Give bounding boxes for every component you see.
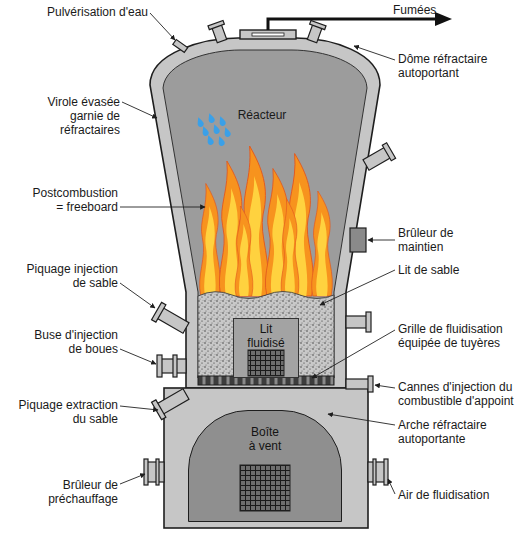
leader-line [120,283,155,308]
nozzle-flange [152,400,166,420]
leader-line [150,13,175,40]
leader-line [120,349,156,364]
nozzle-flange [366,312,371,332]
dome-nozzle [208,20,230,43]
part-label: Brûleur de préchauffage [18,478,118,506]
leader-line [120,474,145,484]
air-flange [384,459,388,485]
part-label: Brûleur de maintien [398,226,473,254]
node-text: Lit fluidisé [241,322,291,350]
dome-nozzle [304,20,326,43]
flue-slot [252,33,284,36]
bed-mesh [248,350,284,376]
part-label: Piquage extraction du sable [10,398,118,426]
leader-line [354,46,395,60]
air-flange [373,459,376,485]
burner-pipe [146,462,164,482]
burner-flange [144,459,148,485]
leader-line [122,102,157,118]
flame [312,191,333,296]
leader-line [368,240,395,241]
water-drop [200,125,209,136]
part-label: Grille de fluidisation équipée de tuyère… [398,322,523,350]
water-drop [211,123,220,134]
part-label: Virole évasée garnie de réfractaires [35,95,120,137]
windbox-chamber: Boîte à vent [188,410,342,522]
node-text: Boîte à vent [247,425,283,453]
flue-gas-arrow [268,19,437,30]
chamber-label: Réacteur [222,108,302,122]
nozzle-flange [157,355,162,377]
fluidised-bed-box: Lit fluidisé [233,318,299,378]
windbox-shell [164,388,368,528]
holding-burner [350,228,366,252]
nozzle-flange [310,20,326,29]
nozzle-pipe [173,40,188,53]
leader-line [120,406,158,410]
nozzle-flange [368,376,373,392]
leader-line [320,270,395,305]
air-inlet [368,459,388,485]
part-label: Air de fluidisation [398,488,523,502]
reactor-chamber [163,50,367,378]
sludge-injection-nozzle [157,355,186,377]
water-drop [205,134,214,145]
windbox-mesh [240,465,290,511]
flue-outlet [240,30,296,39]
leader-line [388,479,395,494]
nozzle-pipe [346,316,368,328]
part-label: Arche réfractaire autoportante [398,418,523,446]
vessel-shell [150,38,380,388]
water-drop [195,116,204,127]
part-label: Cannes d'injection du combustible d'appo… [398,380,523,408]
flue-gas-arrowhead [435,12,452,26]
fuel-lance [346,376,373,392]
part-label: Postcombustion = freeboard [23,186,118,214]
sand-injection-port [152,302,191,336]
part-label: Fumées [393,3,473,17]
nozzle-flange [152,302,166,322]
leader-line [328,414,395,425]
burner-flange [156,459,159,485]
part-label: Dôme réfractaire autoportant [398,52,508,80]
water-drop [206,112,215,123]
leader-line [375,385,395,388]
flame [235,206,253,296]
air-pipe [368,462,386,482]
preheat-burner [144,459,164,485]
sand-extraction-port [152,385,191,419]
side-nozzle [362,143,396,173]
nozzle-pipe [346,379,370,389]
flame [200,184,221,297]
side-port [346,312,371,332]
part-label: Piquage injection de sable [18,262,118,290]
leader-line [312,330,395,378]
leader-lines [120,13,395,494]
leader-line [120,207,205,208]
nozzle-flange [173,355,177,377]
water-spray-nozzle [173,40,188,53]
part-label: Buse d'injection de boues [23,328,118,356]
nozzle-flange [208,20,224,29]
water-drop [216,135,225,146]
sand-bed [198,292,334,379]
water-drop [217,115,226,126]
water-drop [222,126,231,137]
part-label: Lit de sable [398,263,518,277]
nozzle-flange [382,143,395,161]
flame [281,199,299,297]
part-label: Pulvérisation d'eau [10,5,148,19]
